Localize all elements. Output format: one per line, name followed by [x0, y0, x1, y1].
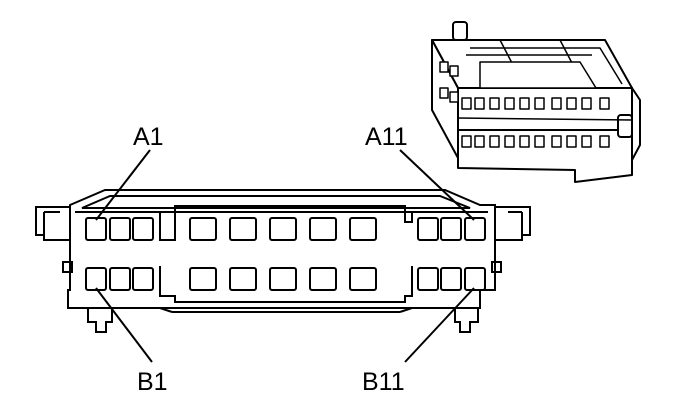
leader-lines	[95, 149, 475, 363]
cavity-row-b	[85, 267, 486, 291]
connector-3d-view	[431, 21, 641, 183]
leader-a11	[399, 149, 475, 221]
leader-b11	[404, 287, 475, 363]
label-a1: A1	[133, 123, 164, 151]
right-mounting-ear	[495, 206, 531, 241]
label-b1: B1	[137, 368, 168, 396]
center-channel-top	[159, 205, 413, 241]
leader-a1	[95, 149, 151, 221]
cavity-row-a	[85, 217, 486, 241]
housing-top-rail	[81, 195, 471, 209]
left-bottom-peg	[87, 308, 113, 333]
label-b11: B11	[362, 368, 405, 396]
right-bottom-peg	[454, 308, 479, 333]
center-channel-bottom	[159, 266, 413, 303]
housing-outline	[67, 189, 496, 309]
leader-b1	[95, 287, 153, 363]
connector-front-view	[35, 189, 531, 333]
label-a11: A11	[365, 123, 408, 151]
left-mounting-ear	[35, 206, 70, 241]
